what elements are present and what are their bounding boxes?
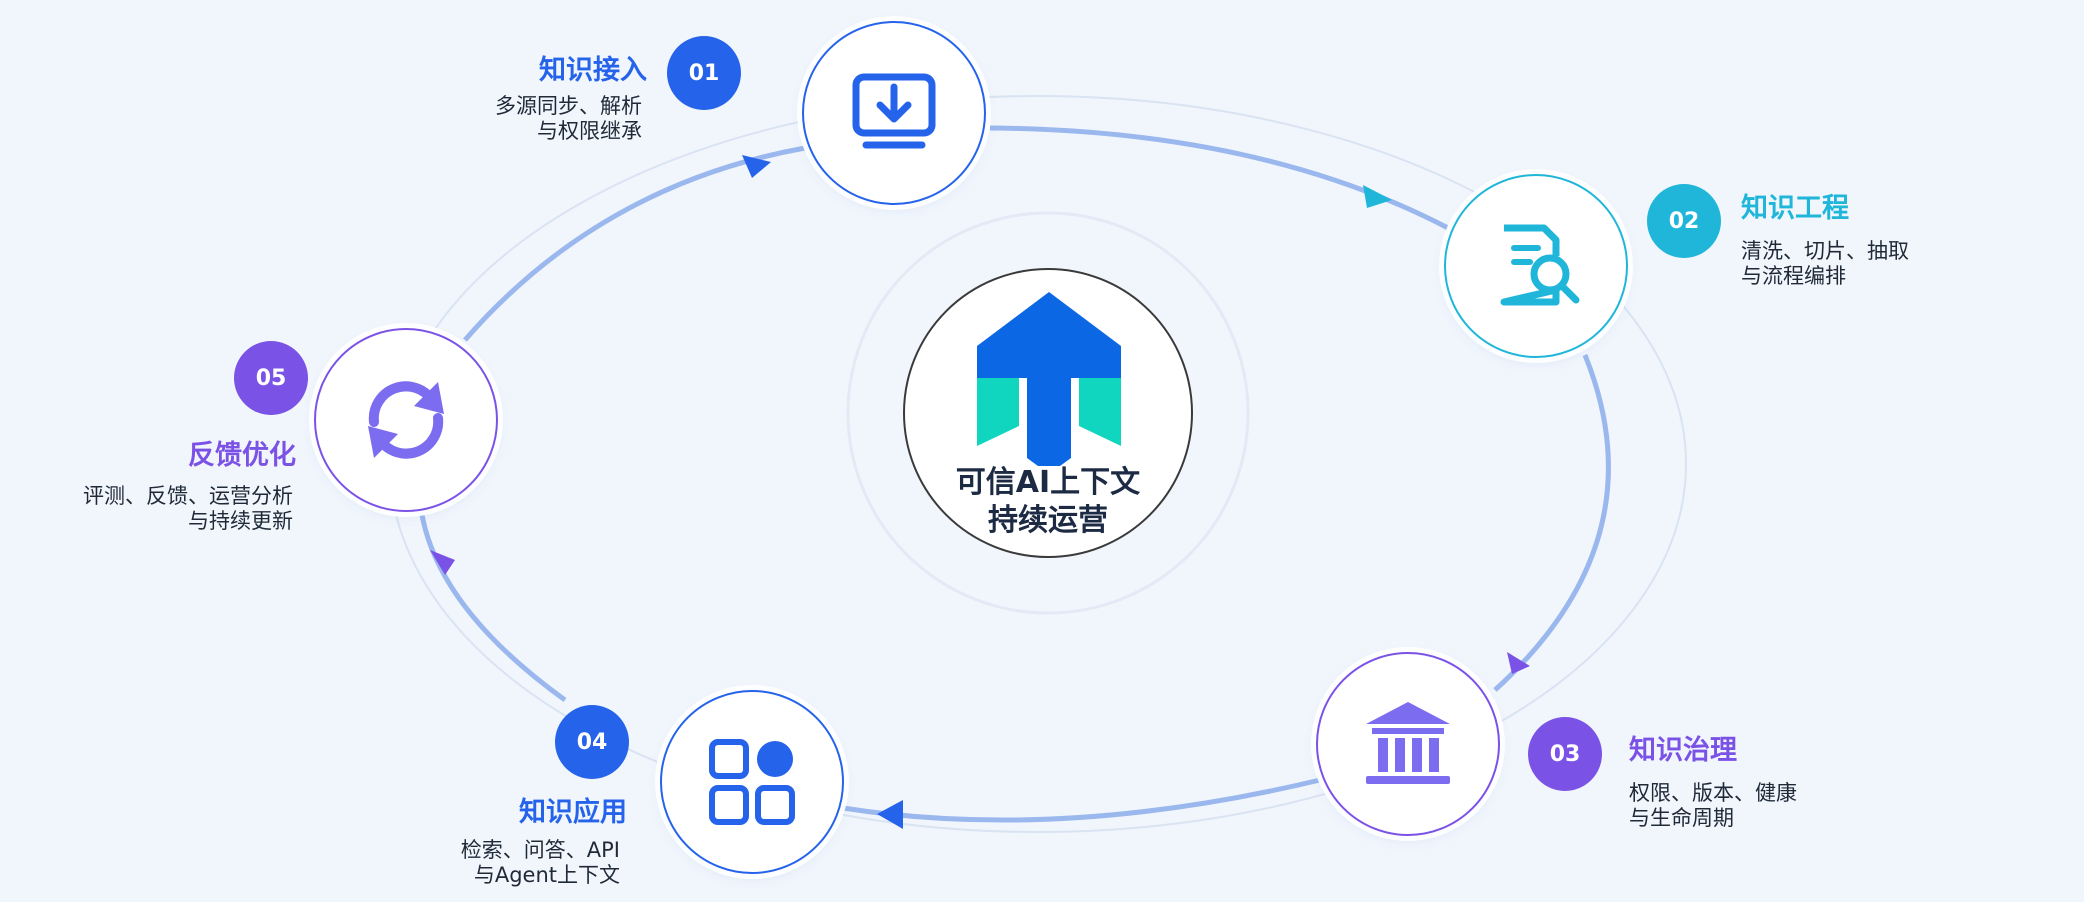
step-02-desc-line2: 与流程编排: [1741, 264, 1846, 288]
arrow-05-01: [742, 155, 771, 178]
step-03-node[interactable]: [1316, 652, 1500, 836]
step-04-desc-line1: 检索、问答、API: [460, 838, 620, 862]
connector-02-03: [1493, 354, 1611, 692]
step-03-desc-line2: 与生命周期: [1629, 806, 1734, 830]
download-icon: [852, 73, 936, 149]
step-03-desc-line1: 权限、版本、健康: [1629, 781, 1797, 805]
apps-grid-icon: [709, 739, 795, 825]
step-01-title: 知识接入: [539, 55, 647, 86]
step-02-desc-line1: 清洗、切片、抽取: [1741, 239, 1909, 263]
step-04-desc-line2: 与Agent上下文: [473, 863, 620, 887]
center-title: 可信AI上下文: [955, 465, 1141, 500]
arrow-03-04: [877, 800, 903, 829]
step-05-desc-line1: 评测、反馈、运营分析: [83, 484, 293, 508]
center-halo: [846, 211, 1250, 615]
connector-01-02: [989, 125, 1450, 231]
step-02-badge: 02: [1647, 184, 1721, 258]
step-01-desc-line2: 与权限继承: [537, 119, 642, 143]
logo-icon: [977, 292, 1121, 466]
arrow-01-02: [1363, 185, 1392, 208]
step-02-title: 知识工程: [1741, 193, 1849, 224]
step-01-badge: 01: [667, 36, 741, 110]
step-03-badge: 03: [1528, 717, 1602, 791]
step-03-title: 知识治理: [1629, 735, 1737, 766]
center-circle: [903, 268, 1193, 558]
connector-03-04: [842, 777, 1321, 823]
arrow-02-03: [1507, 652, 1530, 674]
step-04-badge: 04: [555, 705, 629, 779]
refresh-icon: [368, 381, 444, 459]
connector-04-05: [419, 514, 567, 703]
step-01-desc-line1: 多源同步、解析: [495, 94, 642, 118]
step-01-node[interactable]: [802, 21, 986, 205]
arrow-04-05: [430, 550, 455, 575]
step-04-node[interactable]: [660, 690, 844, 874]
step-05-badge: 05: [234, 341, 308, 415]
step-02-node[interactable]: [1444, 174, 1628, 358]
institution-icon: [1366, 702, 1450, 784]
step-05-title: 反馈优化: [188, 440, 296, 471]
step-04-title: 知识应用: [519, 797, 627, 828]
step-05-node[interactable]: [314, 328, 498, 512]
document-search-icon: [1500, 224, 1580, 306]
step-05-desc-line2: 与持续更新: [188, 509, 293, 533]
center-subtitle: 持续运营: [988, 503, 1108, 538]
